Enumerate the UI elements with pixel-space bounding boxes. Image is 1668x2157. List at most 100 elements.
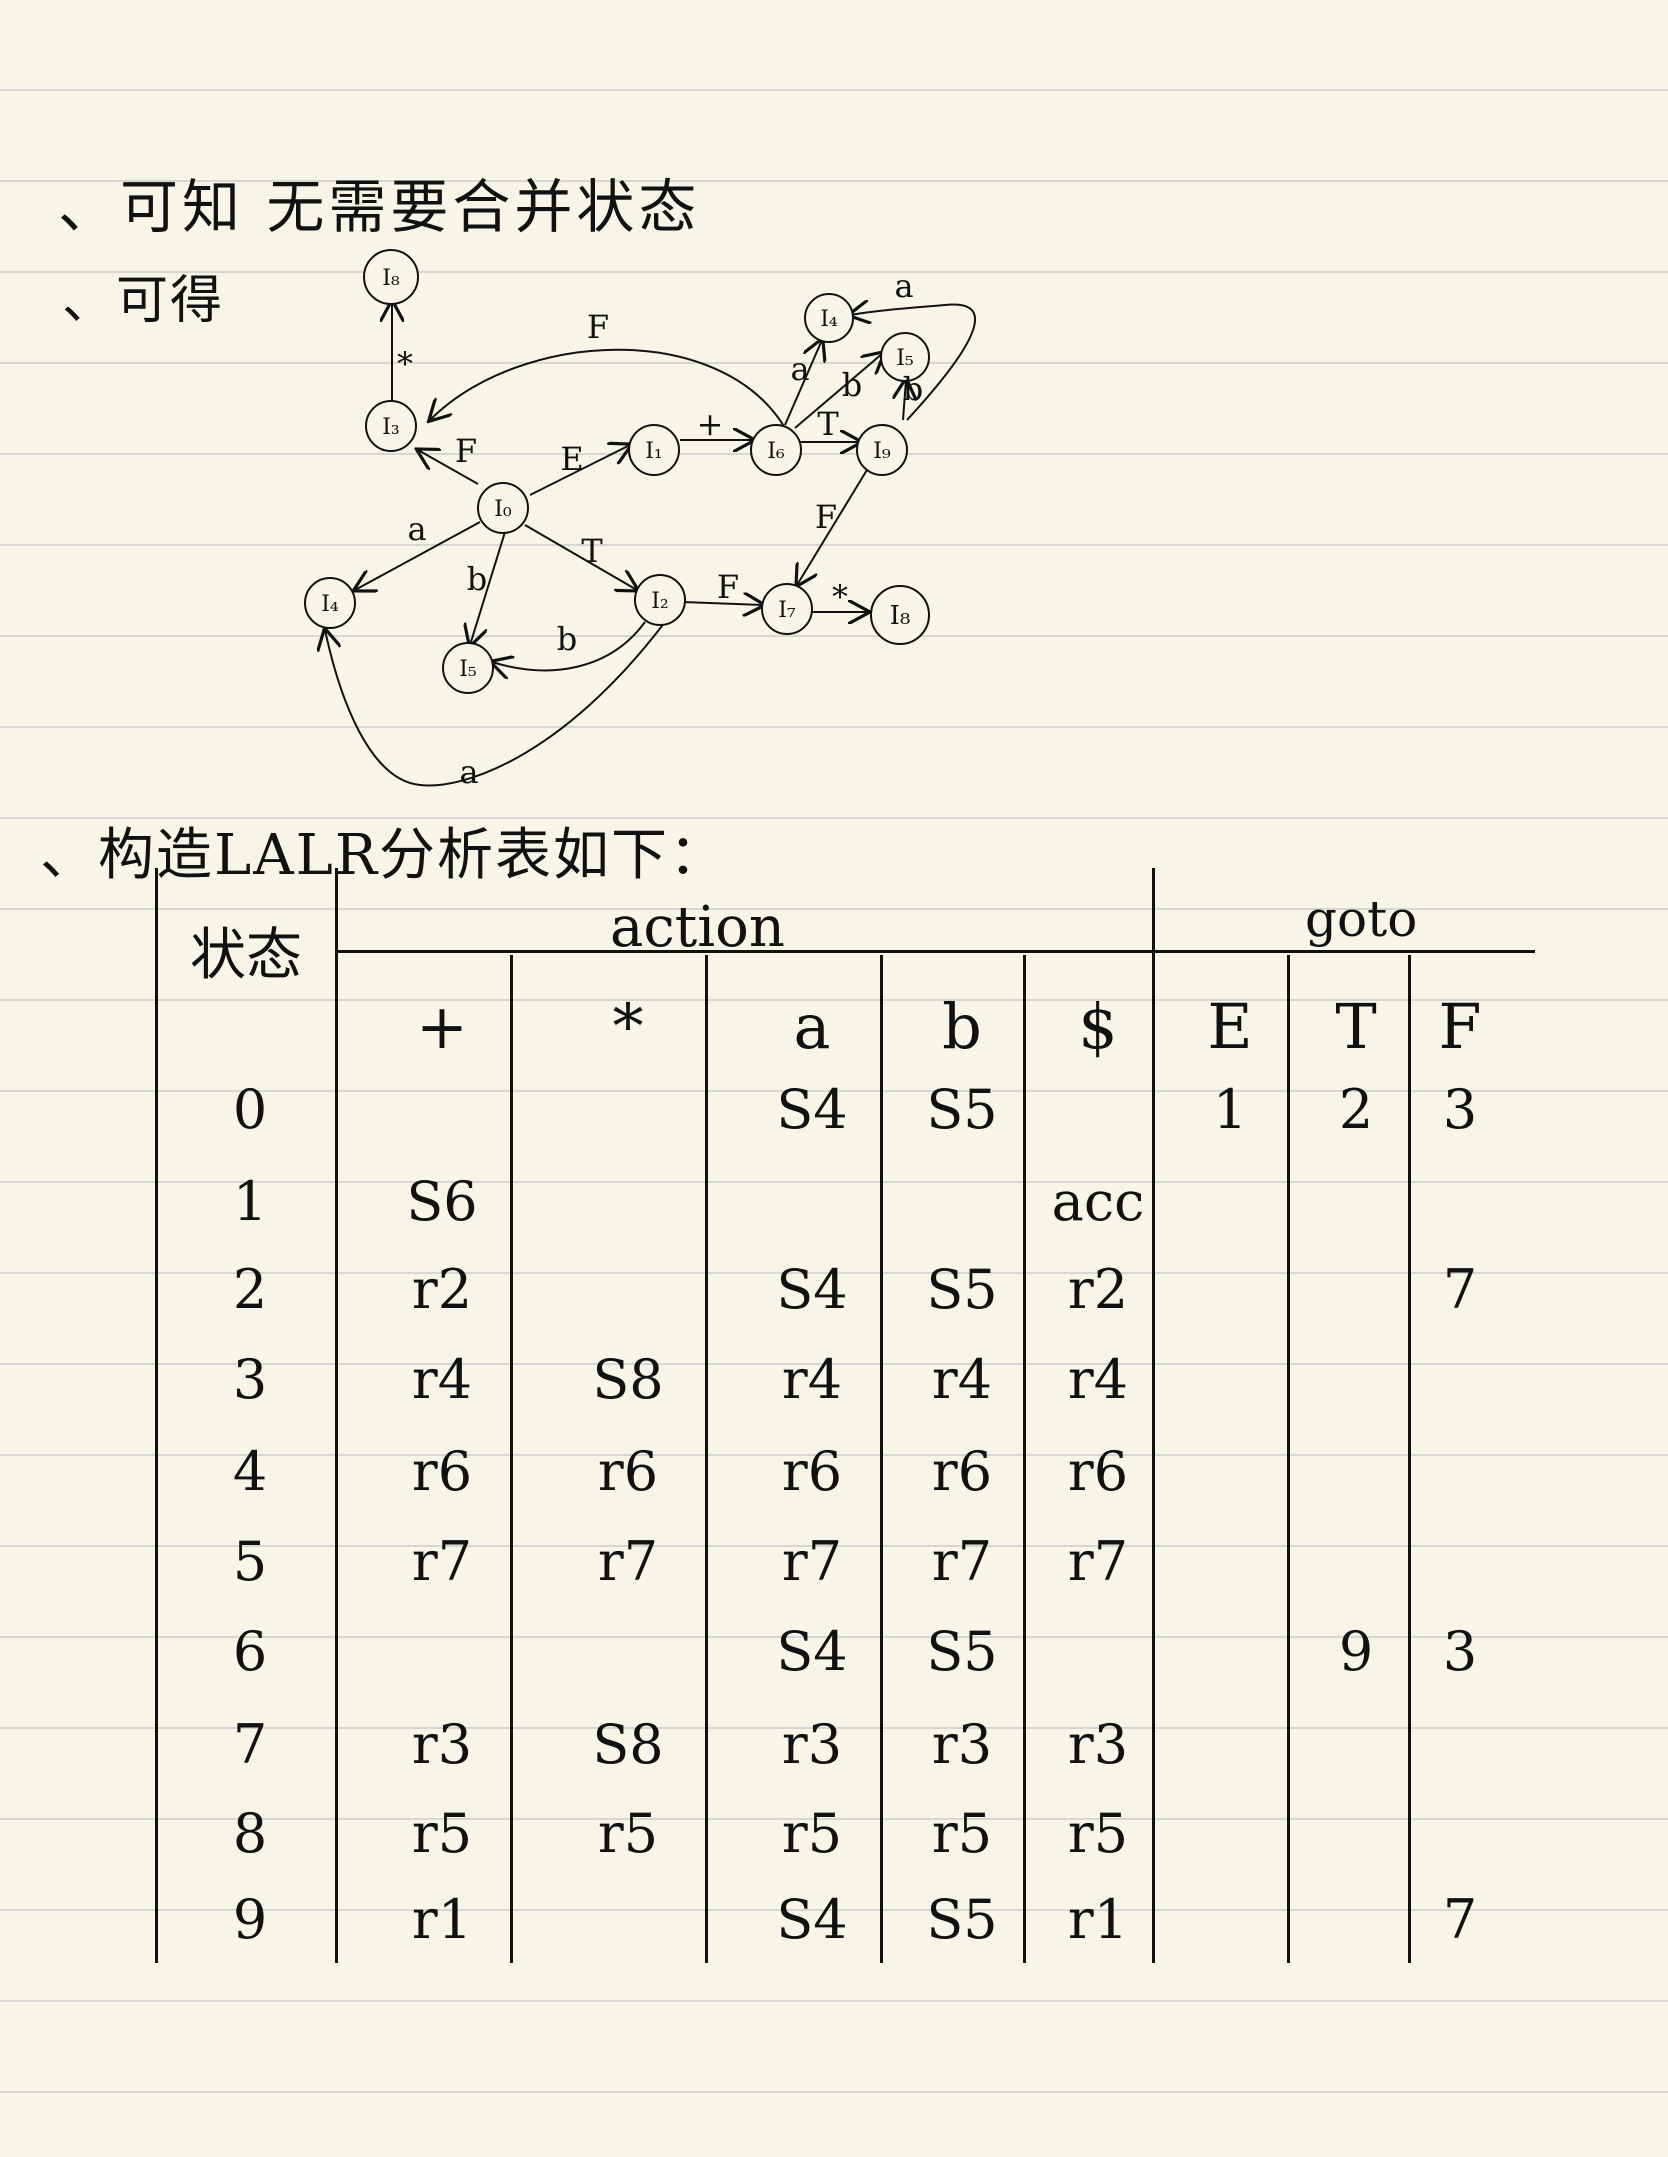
- edge-label: b: [467, 560, 487, 598]
- note-line-1: 、可知 无需要合并状态: [58, 173, 701, 241]
- table-cell: S6: [406, 1170, 478, 1233]
- node-label: I₈: [890, 601, 911, 631]
- edge-label: b: [903, 370, 923, 408]
- node-circle: [880, 332, 930, 382]
- table-cell: S5: [926, 1078, 998, 1141]
- transition-edges: [325, 302, 976, 787]
- edge-label: T: [817, 405, 839, 443]
- node-circle: [870, 585, 930, 645]
- edge-i0-i3: [418, 450, 479, 485]
- edge-i2-i5: [492, 621, 646, 670]
- node-label: I₂: [651, 589, 669, 614]
- node-label: I₆: [767, 439, 785, 464]
- table-divider: [335, 868, 338, 1963]
- edge-label: *: [832, 578, 848, 616]
- state-cell: 0: [232, 1078, 268, 1141]
- edge-label: F: [455, 432, 477, 470]
- node-label: I₈: [382, 266, 400, 291]
- node-label: I₁: [645, 439, 663, 464]
- edge-i2-i7: [682, 602, 763, 605]
- node-circle: [365, 400, 417, 452]
- node-circle: [634, 574, 686, 626]
- note-line-3: 、构造LALR分析表如下：: [40, 823, 727, 888]
- node-label: I₃: [382, 415, 400, 440]
- goto-header: goto: [1305, 890, 1418, 948]
- node-label: I₉: [873, 439, 891, 464]
- table-cell: r5: [781, 1802, 843, 1865]
- table-cell: r7: [411, 1530, 473, 1593]
- edge-label: b: [557, 620, 577, 658]
- table-divider: [1408, 955, 1411, 1963]
- table-cell: r4: [781, 1348, 843, 1411]
- table-cell: r7: [597, 1530, 659, 1593]
- edge-i9-i7: [797, 464, 871, 585]
- edge-i2-i4: [325, 621, 666, 787]
- state-cell: 5: [232, 1530, 268, 1593]
- table-cell: 2: [1338, 1078, 1374, 1141]
- state-diagram: I₈ I₃ I₀ I₁ I₆ I₉ I₄ I₅ I₄ I₅ I₂ I₇ I₈ F…: [304, 249, 976, 791]
- table-cell: r6: [1067, 1440, 1129, 1503]
- note-line-2: 、可得: [62, 271, 225, 331]
- table-cell: r5: [1067, 1802, 1129, 1865]
- table-cell: r4: [1067, 1348, 1129, 1411]
- column-header: F: [1438, 990, 1482, 1063]
- table-cell: r6: [781, 1440, 843, 1503]
- table-cell: r2: [1067, 1258, 1129, 1321]
- column-header: +: [416, 990, 468, 1063]
- table-cell: r7: [931, 1530, 993, 1593]
- edge-label: *: [397, 345, 413, 383]
- node-circle: [304, 577, 356, 629]
- table-cell: r6: [597, 1440, 659, 1503]
- table-cell: S5: [926, 1888, 998, 1951]
- table-cell: r6: [931, 1440, 993, 1503]
- table-divider: [705, 955, 708, 1963]
- edge-i0-i2: [524, 524, 637, 590]
- node-label: I₄: [820, 307, 838, 332]
- table-cell: r7: [781, 1530, 843, 1593]
- table-cell: S8: [592, 1348, 664, 1411]
- table-cell: r1: [1067, 1888, 1129, 1951]
- state-cell: 9: [232, 1888, 268, 1951]
- table-cell: r7: [1067, 1530, 1129, 1593]
- edge-label: F: [815, 498, 837, 536]
- table-divider: [1152, 868, 1155, 1963]
- table-cell: r1: [411, 1888, 473, 1951]
- edge-label: +: [697, 405, 724, 443]
- table-cell: r3: [781, 1713, 843, 1776]
- table-cell: S8: [592, 1713, 664, 1776]
- node-circle: [856, 424, 908, 476]
- table-divider: [1287, 955, 1290, 1963]
- table-divider: [1023, 955, 1026, 1963]
- table-cell: r5: [931, 1802, 993, 1865]
- table-cell: S4: [776, 1258, 848, 1321]
- state-column-header: 状态: [190, 923, 302, 988]
- node-circle: [442, 642, 494, 694]
- edge-i0-i4: [355, 521, 481, 590]
- table-cell: S4: [776, 1078, 848, 1141]
- table-cell: 3: [1442, 1078, 1478, 1141]
- table-cell: 7: [1442, 1258, 1478, 1321]
- state-cell: 8: [232, 1802, 268, 1865]
- table-cell: 7: [1442, 1888, 1478, 1951]
- edge-label: a: [790, 350, 809, 388]
- table-cell: r6: [411, 1440, 473, 1503]
- edge-i9-i4: [850, 304, 976, 421]
- table-cell: r3: [411, 1713, 473, 1776]
- table-cell: S4: [776, 1888, 848, 1951]
- table-cell: r2: [411, 1258, 473, 1321]
- node-circle: [761, 583, 813, 635]
- state-cell: 7: [232, 1713, 268, 1776]
- table-cell: r4: [931, 1348, 993, 1411]
- state-cell: 2: [232, 1258, 268, 1321]
- edge-i6-i5: [794, 353, 883, 429]
- column-header: b: [942, 990, 982, 1063]
- edge-label: a: [894, 267, 913, 305]
- edge-label: a: [407, 510, 426, 548]
- node-circle: [363, 249, 419, 305]
- state-cell: 1: [232, 1170, 268, 1233]
- column-header: a: [793, 990, 831, 1063]
- table-cell: r5: [411, 1802, 473, 1865]
- edge-label: T: [581, 532, 603, 570]
- column-header: *: [612, 990, 644, 1063]
- table-cell: S5: [926, 1620, 998, 1683]
